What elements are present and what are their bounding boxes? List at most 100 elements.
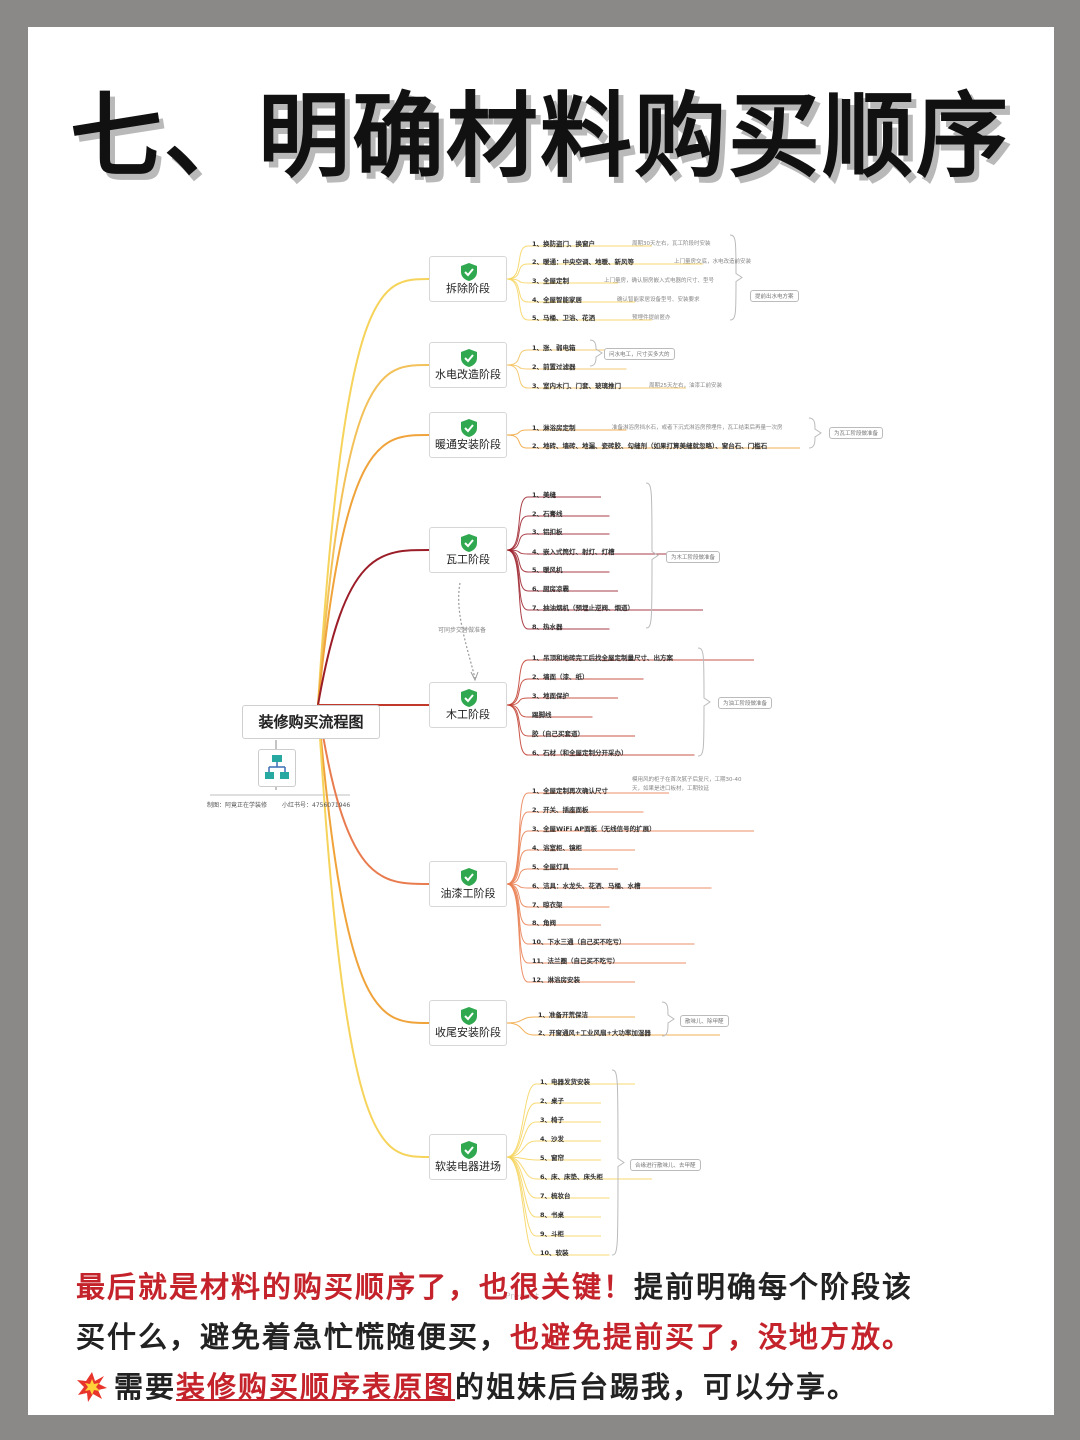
stage-item: 7、抽油烟机（预埋止逆阀、烟道） — [532, 604, 635, 612]
item-note: 预埋件提前匿办 — [632, 315, 671, 321]
stage-node-2: 水电改造阶段 — [429, 342, 507, 388]
stage-item: 3、椅子 — [540, 1116, 565, 1124]
stage-item: 1、准备开荒保洁 — [538, 1011, 589, 1019]
stage-node-3: 暖通安装阶段 — [429, 412, 507, 458]
stage-item: 2、暖通：中央空调、地暖、新风等 — [532, 258, 635, 266]
credit-xhs: 小红书号：4756071946 — [282, 802, 351, 809]
bottom-line3-b: 的姐妹后台踢我，可以分享。 — [455, 1370, 859, 1404]
flowchart-logo-icon — [258, 749, 296, 787]
stage-node-4: 瓦工阶段 — [429, 527, 507, 573]
stage-item: 胶（自己买套道） — [532, 730, 584, 738]
stage-item: 3、全屋WiFi AP面板（无线信号的扩展） — [532, 825, 656, 833]
shield-check-icon — [461, 419, 477, 437]
shield-check-icon — [461, 534, 477, 552]
poster-card — [28, 27, 1054, 1415]
stage-tag: 为油工阶段做准备 — [718, 697, 773, 709]
stage-item: 3、室内木门、门套、玻璃推门 — [532, 382, 622, 390]
stage-tag: 为木工阶段做准备 — [666, 551, 721, 563]
stage-item: 4、沙发 — [540, 1135, 565, 1143]
watermark: Present — [505, 1292, 539, 1302]
stage-item: 4、全屋智能家居 — [532, 296, 583, 304]
page-title: 七、明确材料购买顺序 — [69, 83, 1010, 190]
item-note: 周期25天左右，油漆工前安装 — [649, 383, 722, 389]
stage-item: 1、淋浴房定制 — [532, 424, 576, 432]
stage-item: 2、墙面（漆、纸） — [532, 673, 589, 681]
stage-item: 1、电器发货安装 — [540, 1078, 591, 1086]
stage-item: 11、法兰圈（自己买不吃亏） — [532, 957, 620, 965]
stage-node-6: 油漆工阶段 — [429, 861, 507, 907]
original-chart-link[interactable]: 装修购买顺序表原图 — [176, 1370, 456, 1404]
bottom-text: 最后就是材料的购买顺序了，也很关键！提前明确每个阶段该 买什么，避免着急忙慌随便… — [76, 1262, 1036, 1412]
stage-item: 3、铝扣板 — [532, 528, 563, 536]
stage-label: 软装电器进场 — [435, 1160, 501, 1173]
item-note: 准备淋浴房挡水石，或者下沉式淋浴房预埋件，瓦工结束后再量一次房 — [612, 425, 783, 431]
stage-item: 2、石膏线 — [532, 510, 563, 518]
stage-item: 8、角阀 — [532, 919, 557, 927]
shield-check-icon — [461, 1141, 477, 1159]
stage-item: 3、全屋定制 — [532, 277, 570, 285]
stage-item: 10、下水三通（自己买不吃亏） — [532, 938, 626, 946]
stage-item: 6、厨房凉霸 — [532, 585, 570, 593]
stage-item: 8、热水器 — [532, 623, 563, 631]
item-note: 上门量房，确认厨房嵌入式电器的尺寸、型号 — [604, 278, 715, 284]
item-note: 模用风的柜子在首次腻子后复尺，工期30-40 — [632, 777, 742, 783]
stage-item: 1、美缝 — [532, 491, 557, 499]
stage-node-5: 木工阶段 — [429, 682, 507, 728]
stage-item: 3、地面保护 — [532, 692, 570, 700]
explosion-icon — [77, 1372, 107, 1402]
item-note: 确认智能家居设备型号、安装要求 — [617, 297, 700, 303]
stage-label: 暖通安装阶段 — [435, 438, 501, 451]
stage-item: 5、窗帘 — [540, 1154, 565, 1162]
item-note: 上门量房交底，水电改造前安装 — [674, 259, 752, 265]
bottom-line2-black: 买什么，避免着急忙慌随便买， — [76, 1320, 511, 1354]
stage-node-8: 软装电器进场 — [429, 1134, 507, 1180]
stage-item: 踢脚线 — [532, 711, 552, 719]
shield-check-icon — [461, 349, 477, 367]
bottom-line3-a: 需要 — [114, 1370, 177, 1404]
stage-item: 2、开窗通风+工业风扇+大功率加湿器 — [538, 1029, 651, 1037]
stage-tag: 问水电工，尺寸买多大的 — [604, 348, 675, 360]
stage-item: 7、晾衣架 — [532, 901, 563, 909]
stage-label: 油漆工阶段 — [440, 887, 496, 900]
stage-label: 拆除阶段 — [446, 282, 490, 295]
stage-label: 瓦工阶段 — [446, 553, 490, 566]
bottom-line1-black: 提前明确每个阶段该 — [634, 1270, 914, 1304]
stage-item: 6、石材（和全屋定制分开采办） — [532, 749, 628, 757]
stage-node-7: 收尾安装阶段 — [429, 1000, 507, 1046]
stage-item: 1、涨、弱电箱 — [532, 344, 576, 352]
stage-item: 2、开关、插座面板 — [532, 806, 589, 814]
bottom-line1-red: 最后就是材料的购买顺序了，也很关键！ — [76, 1270, 635, 1304]
stage-item: 6、洁具：水龙头、花洒、马桶、水槽 — [532, 882, 641, 890]
sync-note: 可同步交替做准备 — [438, 627, 487, 634]
root-node: 装修购买流程图 — [242, 705, 380, 739]
stage-item: 10、软装 — [540, 1249, 569, 1257]
stage-item: 1、吊顶和地砖完工后找全屋定制量尺寸、出方案 — [532, 654, 674, 662]
stage-item: 12、淋浴房安装 — [532, 976, 581, 984]
stage-node-1: 拆除阶段 — [429, 256, 507, 302]
item-note: 天，如果是进口板材，工期较延 — [632, 786, 710, 792]
stage-tag: 合缘进行散味儿、去甲醛 — [630, 1159, 701, 1171]
stage-tag: 提前出水电方案 — [750, 290, 799, 302]
bottom-line2-red: 也避免提前买了，没地方放。 — [510, 1320, 914, 1354]
stage-item: 4、浴室柜、镜柜 — [532, 844, 583, 852]
shield-check-icon — [461, 1007, 477, 1025]
shield-check-icon — [461, 263, 477, 281]
stage-item: 1、换防盗门、换窗户 — [532, 240, 596, 248]
stage-item: 6、床、床垫、床头柜 — [540, 1173, 604, 1181]
stage-item: 5、全屋灯具 — [532, 863, 570, 871]
shield-check-icon — [461, 868, 477, 886]
stage-label: 水电改造阶段 — [435, 368, 501, 381]
stage-tag: 散味儿、除甲醛 — [680, 1015, 729, 1027]
stage-item: 4、嵌入式筒灯、射灯、灯槽 — [532, 548, 615, 556]
item-note: 周期30天左右，瓦工阶段时安装 — [632, 241, 711, 247]
stage-label: 木工阶段 — [446, 708, 490, 721]
stage-item: 9、斗柜 — [540, 1230, 565, 1238]
stage-item: 5、马桶、卫浴、花洒 — [532, 314, 596, 322]
credit-maker: 制图：阿竟正在学装修 — [207, 802, 268, 809]
stage-item: 5、暖风机 — [532, 566, 563, 574]
stage-item: 1、全屋定制再次确认尺寸 — [532, 787, 609, 795]
stage-item: 2、前置过滤器 — [532, 363, 576, 371]
stage-label: 收尾安装阶段 — [435, 1026, 501, 1039]
stage-item: 8、书桌 — [540, 1211, 565, 1219]
